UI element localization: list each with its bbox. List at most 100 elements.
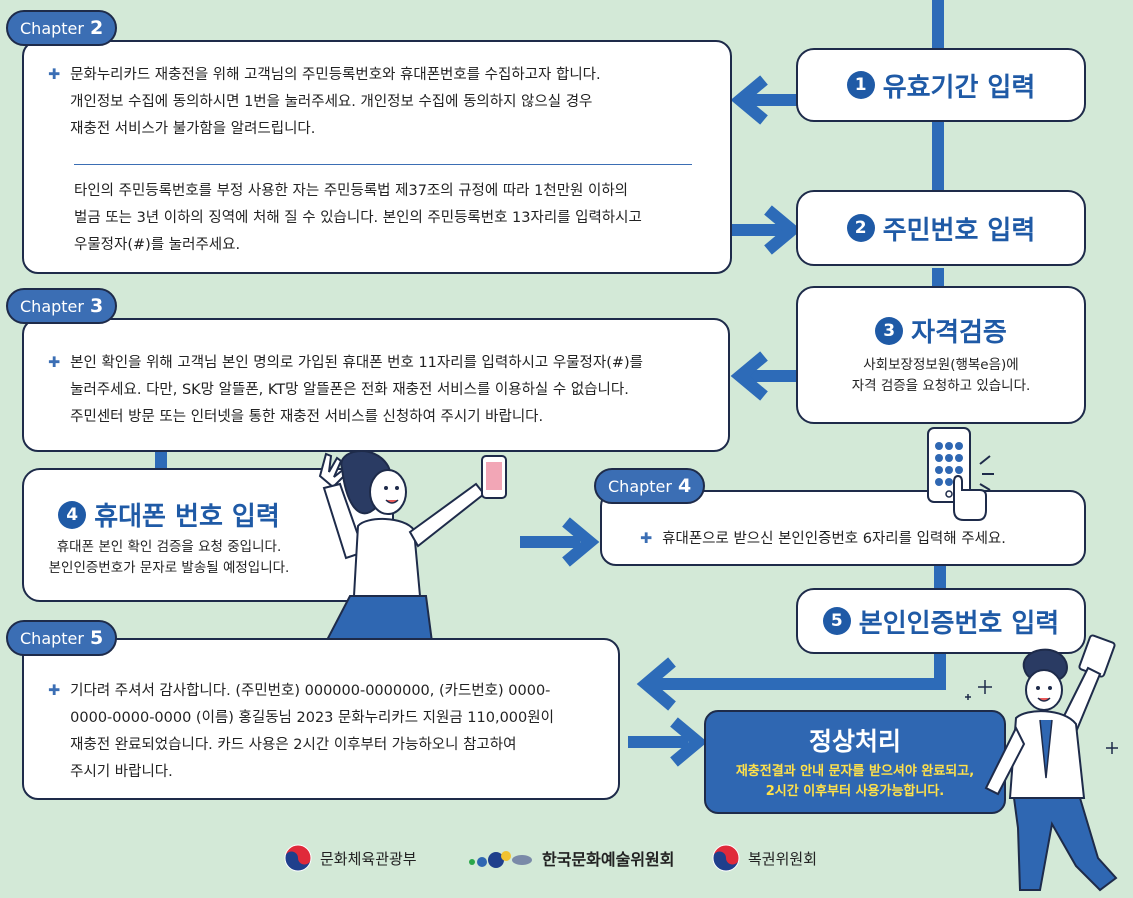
woman-illustration [318, 450, 507, 642]
step4-sub-line: 본인인증번호가 문자로 발송될 예정입니다. [48, 560, 290, 576]
taegeuk-icon [284, 844, 312, 872]
step4-box: 4 휴대폰 번호 입력 휴대폰 본인 확인 검증을 요청 중입니다. 본인인증번… [22, 468, 394, 602]
step3-subtext: 사회보장정보원(행복e음)에 자격 검증을 요청하고 있습니다. [798, 355, 1084, 397]
chapter-tag-label: Chapter [20, 18, 84, 38]
step-title-text: 휴대폰 번호 입력 [94, 502, 280, 532]
connector-line-s5-left [650, 678, 946, 690]
chapter2-text-b: 타인의 주민등록번호를 부정 사용한 자는 주민등록법 제37조의 규정에 따라… [74, 178, 724, 259]
step4-subtext: 휴대폰 본인 확인 검증을 요청 중입니다. 본인인증번호가 문자로 발송될 예… [24, 537, 314, 579]
chapter5-line: 기다려 주셔서 감사합니다. (주민번호) 000000-0000000, (카… [70, 683, 551, 699]
chapter3-box: ✚ 본인 확인을 위해 고객님 본인 명의로 가입된 휴대폰 번호 11자리를 … [22, 318, 730, 452]
chapter4-line: 휴대폰으로 받으신 본인인증번호 6자리를 입력해 주세요. [662, 531, 1006, 547]
connector-line-s2-s3 [932, 268, 944, 290]
bullet-plus-icon: ✚ [640, 531, 653, 547]
arrow-shaft-ch2 [732, 224, 784, 236]
step-number-badge: 2 [846, 214, 875, 242]
chapter3-line: 눌러주세요. 다만, SK망 알뜰폰, KT망 알뜰폰은 전화 재충전 서비스를… [70, 382, 629, 398]
step-title-text: 본인인증번호 입력 [858, 608, 1060, 639]
footer-org1: 문화체육관광부 [284, 844, 417, 872]
final-title: 정상처리 [808, 727, 901, 756]
step5-box: 5 본인인증번호 입력 [796, 588, 1086, 654]
connector-line-ch3-s4 [155, 448, 167, 472]
man-illustration [984, 634, 1118, 892]
arrow-shaft-s3 [746, 370, 798, 382]
chapter2-line: 개인정보 수집에 동의하시면 1번을 눌러주세요. 개인정보 수집에 동의하지 … [70, 94, 593, 110]
chapter-tag-label: Chapter [20, 628, 84, 648]
step4-title: 4 휴대폰 번호 입력 [24, 496, 314, 533]
arrow-right-ch5-icon [670, 717, 708, 767]
step3-sub-line: 사회보장정보원(행복e음)에 [863, 357, 1019, 373]
step1-title: 1 유효기간 입력 [798, 50, 1084, 120]
chapter2-tag: Chapter 2 [6, 10, 118, 46]
chapter2-line: 우물정자(#)를 눌러주세요. [74, 237, 241, 253]
chapter3-text: ✚ 본인 확인을 위해 고객님 본인 명의로 가입된 휴대폰 번호 11자리를 … [48, 350, 718, 431]
final-sub-line: 2시간 이후부터 사용가능합니다. [765, 784, 945, 799]
arrow-left-s3-icon [730, 351, 768, 401]
footer-org-name: 복권위원회 [748, 849, 818, 868]
chapter2-box: ✚ 문화누리카드 재충전을 위해 고객님의 주민등록번호와 휴대폰번호를 수집하… [22, 40, 732, 274]
arrow-shaft-s1 [748, 94, 798, 106]
arrow-right-s4-icon [562, 517, 600, 567]
chapter5-line: 0000-0000-0000 (이름) 홍길동님 2023 문화누리카드 지원금… [70, 710, 554, 726]
chapter5-box: ✚ 기다려 주셔서 감사합니다. (주민번호) 000000-0000000, … [22, 638, 620, 800]
step-title-text: 유효기간 입력 [882, 72, 1036, 103]
bullet-plus-icon: ✚ [48, 355, 61, 371]
final-subtext: 재충전결과 안내 문자를 받으셔야 완료되고, 2시간 이후부터 사용가능합니다… [706, 762, 1004, 802]
arts-council-logo-icon [469, 851, 532, 868]
footer-org3: 복권위원회 [712, 844, 817, 872]
divider [74, 164, 692, 165]
step-title-text: 주민번호 입력 [882, 215, 1036, 246]
chapter5-line: 재충전 완료되었습니다. 카드 사용은 2시간 이후부터 가능하오니 참고하여 [70, 737, 517, 753]
step5-title: 5 본인인증번호 입력 [798, 590, 1084, 652]
chapter-tag-label: Chapter [20, 296, 84, 316]
step3-title: 3 자격검증 [798, 312, 1084, 349]
step2-title: 2 주민번호 입력 [798, 192, 1084, 264]
chapter-tag-number: 5 [89, 627, 104, 649]
chapter2-text-a: ✚ 문화누리카드 재충전을 위해 고객님의 주민등록번호와 휴대폰번호를 수집하… [48, 62, 708, 143]
chapter4-text: ✚ 휴대폰으로 받으신 본인인증번호 6자리를 입력해 주세요. [640, 526, 1006, 553]
arrow-left-s1-icon [730, 75, 768, 125]
taegeuk-icon [712, 844, 740, 872]
step-number-badge: 3 [875, 316, 904, 345]
step1-box: 1 유효기간 입력 [796, 48, 1086, 122]
step2-box: 2 주민번호 입력 [796, 190, 1086, 266]
bullet-plus-icon: ✚ [48, 683, 61, 699]
step3-box: 3 자격검증 사회보장정보원(행복e음)에 자격 검증을 요청하고 있습니다. [796, 286, 1086, 424]
chapter-tag-number: 3 [89, 295, 104, 317]
chapter5-line: 주시기 바랍니다. [70, 764, 173, 780]
footer-org-name: 문화체육관광부 [320, 849, 417, 868]
step3-sub-line: 자격 검증을 요청하고 있습니다. [851, 378, 1031, 394]
final-sub-line: 재충전결과 안내 문자를 받으셔야 완료되고, [735, 764, 975, 779]
connector-line-top [932, 0, 944, 50]
step4-sub-line: 휴대폰 본인 확인 검증을 요청 중입니다. [56, 539, 282, 555]
footer-org2: 한국문화예술위원회 [468, 844, 674, 872]
step-number-badge: 1 [846, 71, 875, 99]
arrow-right-ch2-icon [764, 205, 802, 255]
final-result-box: 정상처리 재충전결과 안내 문자를 받으셔야 완료되고, 2시간 이후부터 사용… [704, 710, 1006, 814]
connector-line-ch4-s5 [934, 564, 946, 588]
bullet-plus-icon: ✚ [48, 67, 61, 83]
chapter-tag-label: Chapter [608, 476, 672, 496]
chapter2-line: 문화누리카드 재충전을 위해 고객님의 주민등록번호와 휴대폰번호를 수집하고자… [70, 67, 601, 83]
connector-line-s1-s2 [932, 120, 944, 192]
arrow-shaft-ch5 [628, 736, 688, 748]
chapter5-text: ✚ 기다려 주셔서 감사합니다. (주민번호) 000000-0000000, … [48, 678, 608, 786]
chapter3-line: 주민센터 방문 또는 인터넷을 통한 재충전 서비스를 신청하여 주시기 바랍니… [70, 409, 544, 425]
card-icon [1078, 634, 1116, 678]
step-number-badge: 5 [822, 607, 851, 635]
arrow-shaft-s4 [520, 536, 580, 548]
chapter2-line: 타인의 주민등록번호를 부정 사용한 자는 주민등록법 제37조의 규정에 따라… [74, 183, 629, 199]
sparkle-icon [965, 680, 1118, 754]
step-title-text: 자격검증 [911, 318, 1007, 348]
chapter2-line: 벌금 또는 3년 이하의 징역에 처해 질 수 있습니다. 본인의 주민등록번호… [74, 210, 642, 226]
chapter-tag-number: 2 [89, 17, 104, 39]
chapter5-tag: Chapter 5 [6, 620, 118, 656]
step-number-badge: 4 [58, 500, 87, 529]
chapter2-line: 재충전 서비스가 불가함을 알려드립니다. [70, 121, 316, 137]
chapter4-tag: Chapter 4 [594, 468, 706, 504]
footer-org-name: 한국문화예술위원회 [542, 850, 675, 869]
chapter3-line: 본인 확인을 위해 고객님 본인 명의로 가입된 휴대폰 번호 11자리를 입력… [70, 355, 644, 371]
chapter-tag-number: 4 [677, 475, 692, 497]
keypad-phone-icon [927, 427, 994, 521]
